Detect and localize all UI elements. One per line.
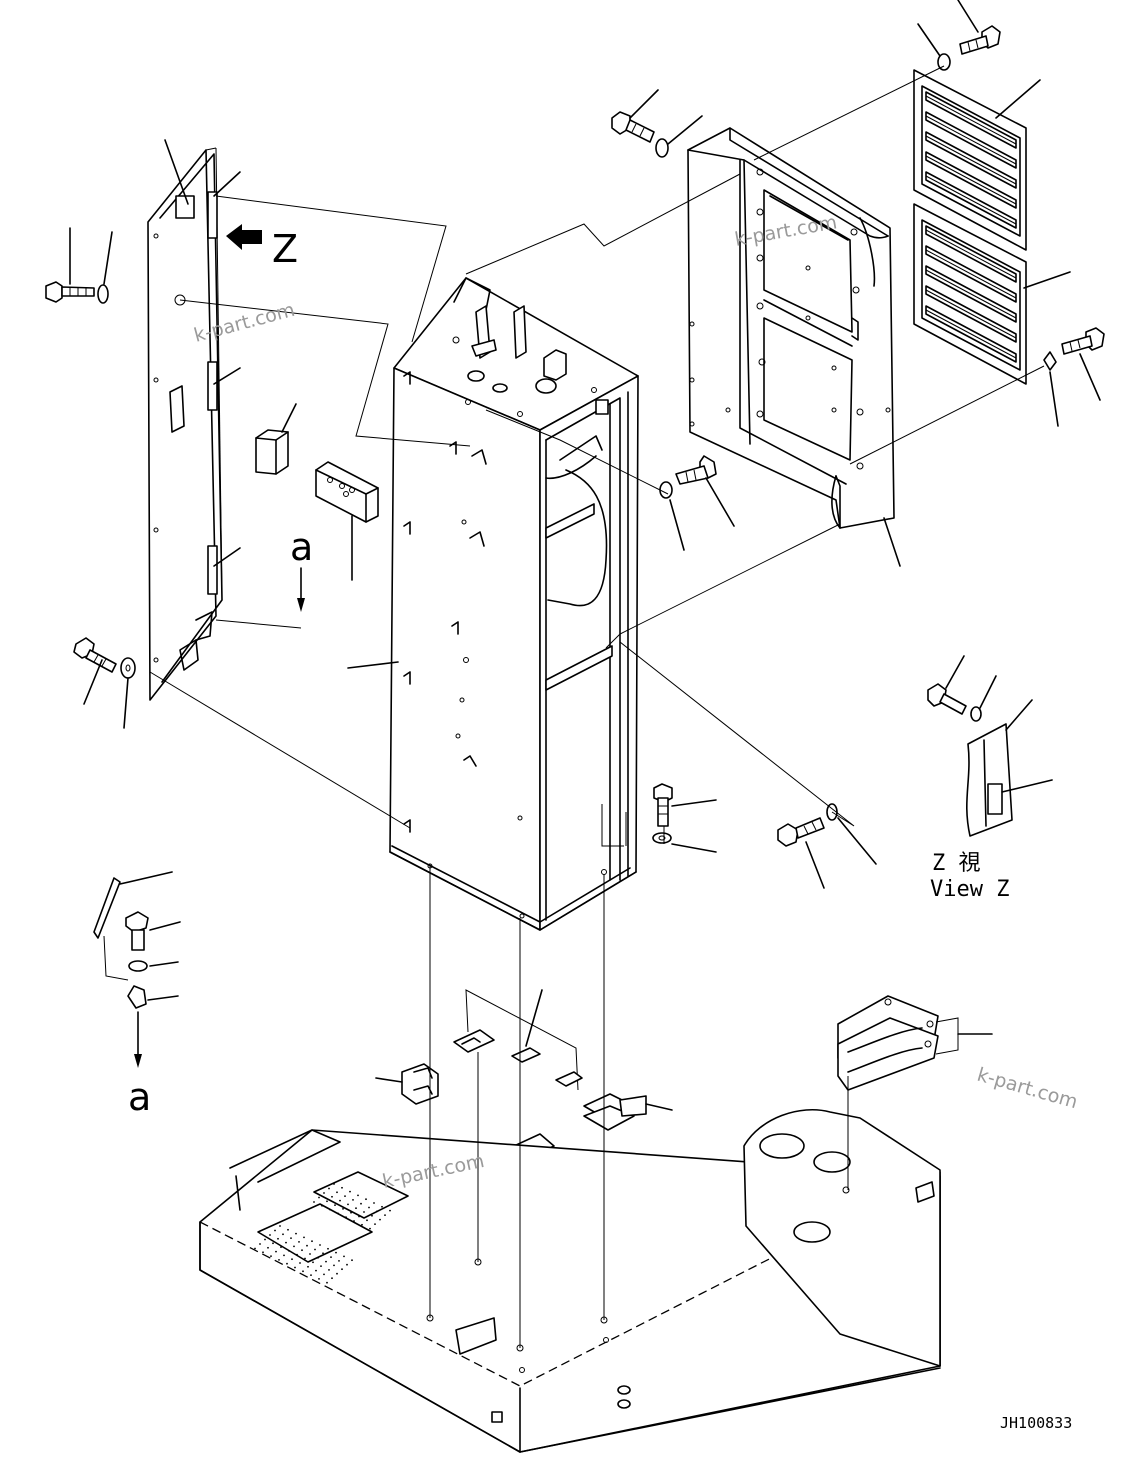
- rubber-stopper: [255, 403, 297, 475]
- watermark-3: k-part.com: [975, 1064, 1081, 1114]
- section-a-arrow-top: a: [215, 525, 313, 629]
- washer-left-upper: [97, 231, 113, 304]
- center-column-box: [347, 277, 639, 931]
- side-cover-duct: [687, 127, 901, 567]
- section-a-label-bottom: a: [128, 1075, 151, 1119]
- shim-left: [375, 1063, 439, 1105]
- grille-upper: [913, 69, 1041, 251]
- bolt-frame-side: [777, 817, 825, 889]
- bolt-duct-upper: [611, 89, 659, 143]
- view-z-caption-en: View Z: [930, 877, 1009, 902]
- latch-rod: [93, 871, 173, 939]
- latch-washer: [128, 960, 179, 972]
- bolt-grille-top: [957, 0, 1001, 55]
- bolt-grille-right: [1061, 327, 1105, 401]
- washer-grille-top: [917, 23, 951, 71]
- washer-duct-upper: [655, 115, 703, 158]
- washer-left-lower: [120, 657, 136, 729]
- washer-frame-vertical: [652, 832, 717, 853]
- view-z-arrow: Z: [226, 224, 298, 271]
- alignment-lines: [149, 65, 1045, 1348]
- latch-bolt: [125, 911, 181, 951]
- section-a-arrow-bottom: a: [128, 1011, 151, 1119]
- drawing-code: JH100833: [1000, 1414, 1072, 1432]
- section-a-label-top: a: [290, 525, 313, 569]
- shim-group-center: [453, 989, 583, 1091]
- latch-nut: [103, 935, 179, 1009]
- stopper-bracket: [315, 461, 379, 581]
- view-z-label: Z: [272, 227, 298, 271]
- view-z-caption-jp: Z 視: [932, 851, 981, 876]
- grille-lower: [913, 203, 1071, 385]
- bolt-left-upper: [45, 227, 95, 303]
- left-door-panel: [147, 139, 241, 701]
- bolt-frame-vertical: [653, 783, 717, 827]
- bolt-left-lower: [73, 637, 117, 705]
- base-frame: [199, 1108, 941, 1453]
- bolt-duct-lower: [675, 455, 735, 527]
- support-bracket-right: [837, 995, 993, 1091]
- washer-grille-right: [1043, 351, 1059, 427]
- shim-right: [583, 1093, 673, 1131]
- view-z-detail: Z 視 View Z: [927, 655, 1053, 902]
